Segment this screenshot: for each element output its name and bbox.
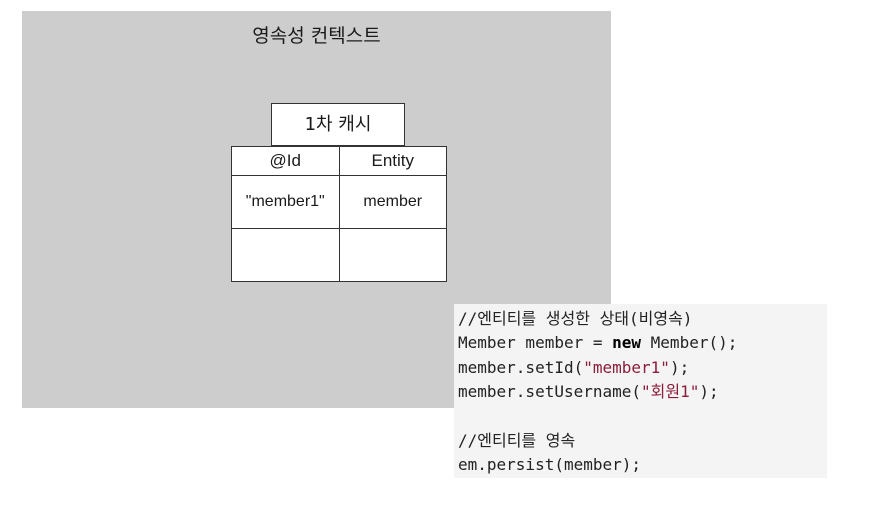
code-text: member.setUsername( [458,382,642,402]
cache-cell-entity: member [338,175,447,229]
code-line-set-username: member.setUsername("회원1"); [458,380,827,404]
code-comment-persist: //엔티티를 영속 [458,430,576,450]
first-level-cache-table: @Id Entity "member1" member [231,146,447,282]
code-text: Member member = [458,333,613,353]
code-text: Member(); [641,333,738,353]
code-blank-line [458,405,827,429]
code-line-persist: em.persist(member); [458,455,642,475]
cache-cell-entity [338,228,447,282]
code-comment-transient: //엔티티를 생성한 상태(비영속) [458,309,693,328]
code-keyword-new: new [612,333,642,353]
code-text: ); [699,382,719,402]
cache-header-entity: Entity [338,146,447,176]
code-text: member.setId( [458,357,584,377]
cache-cell-id: "member1" [231,175,340,229]
cache-cell-id [231,228,340,282]
code-snippet: //엔티티를 생성한 상태(비영속) Member member = new M… [454,304,827,478]
table-row: "member1" member [231,175,447,229]
code-string-member1: "member1" [583,357,670,377]
cache-table-header-row: @Id Entity [231,146,447,176]
code-line-new-member: Member member = new Member(); [458,331,827,355]
code-string-username: "회원1" [641,382,700,402]
first-level-cache-label: 1차 캐시 [271,103,405,146]
table-row [231,228,447,282]
persistence-context-title: 영속성 컨텍스트 [252,25,381,47]
code-line-set-id: member.setId("member1"); [458,356,827,380]
cache-header-id: @Id [231,146,340,176]
code-text: ); [669,357,690,377]
persistence-context-panel: 영속성 컨텍스트 1차 캐시 @Id Entity "member1" memb… [22,11,611,408]
